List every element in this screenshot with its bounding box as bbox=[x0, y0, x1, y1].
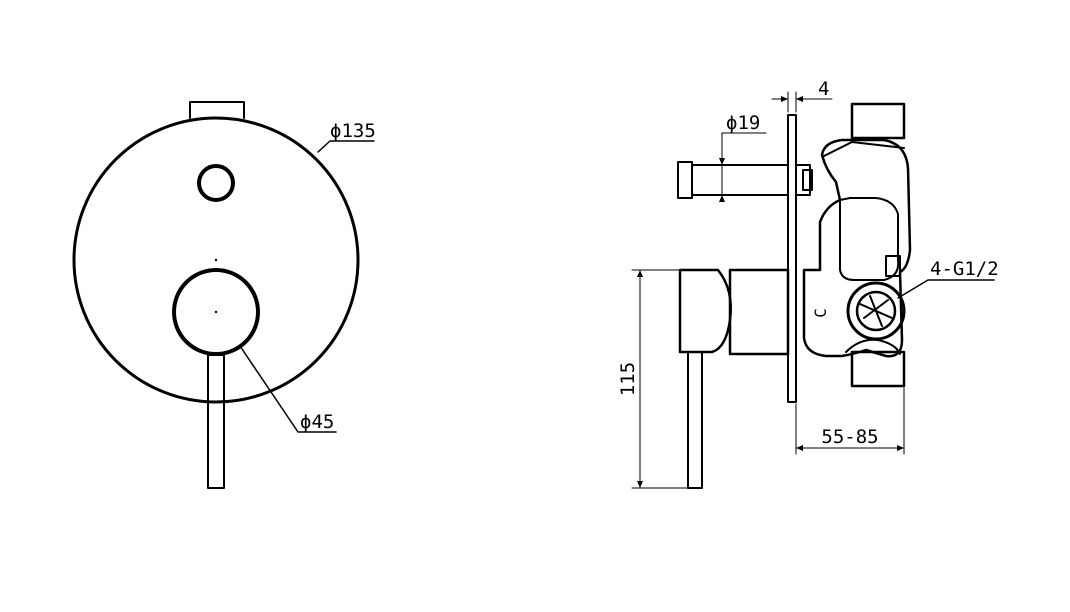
top-stub bbox=[189, 101, 245, 119]
center-mark bbox=[214, 258, 218, 262]
diverter-outlet bbox=[677, 161, 789, 199]
front-view: ϕ135 ϕ45 bbox=[72, 101, 376, 489]
plate-diameter-label: ϕ135 bbox=[330, 120, 376, 142]
height-label: 115 bbox=[617, 362, 639, 396]
handle-center-mark bbox=[214, 310, 218, 314]
handle-side bbox=[678, 268, 790, 489]
outlet-diameter-dimension: ϕ19 bbox=[719, 112, 767, 202]
plate-diameter-leader bbox=[317, 140, 375, 153]
outlet-diameter-label: ϕ19 bbox=[726, 112, 760, 134]
side-view: 4 ϕ19 bbox=[617, 78, 999, 489]
valve-body: C bbox=[795, 102, 912, 388]
depth-range-label: 55-85 bbox=[821, 426, 878, 448]
connection-leader bbox=[897, 279, 995, 299]
handle-lever bbox=[207, 354, 225, 489]
connection-label: 4-G1/2 bbox=[930, 258, 999, 280]
plate-thickness-dimension: 4 bbox=[771, 78, 833, 113]
wall-plate bbox=[787, 114, 797, 403]
body-marking: C bbox=[811, 308, 830, 318]
diverter-knob bbox=[197, 164, 235, 202]
handle-diameter-label: ϕ45 bbox=[300, 411, 334, 433]
height-dimension: 115 bbox=[617, 269, 689, 489]
handle-diameter-leader bbox=[239, 345, 337, 433]
plate-thickness-label: 4 bbox=[818, 78, 829, 100]
cover-plate bbox=[72, 116, 360, 404]
depth-dimension: 55-85 bbox=[795, 387, 905, 455]
